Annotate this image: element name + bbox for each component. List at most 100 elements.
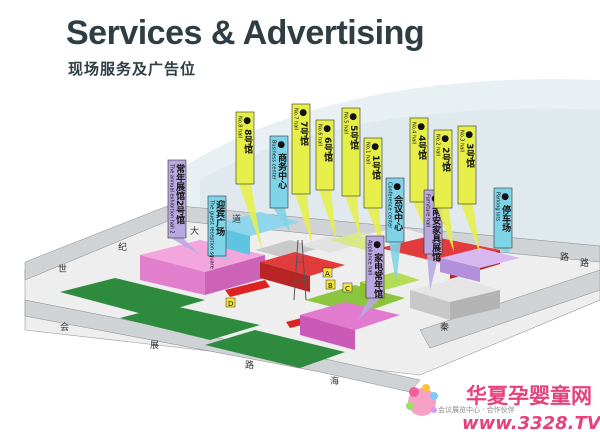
road-label-8: 路 <box>245 359 254 371</box>
callout-cn: ● 1号馆 <box>370 142 381 180</box>
furniture-front <box>410 290 450 320</box>
page-title: Services & Advertising <box>66 14 425 52</box>
callout-en: Business center <box>271 140 277 181</box>
callout-en: Conference center <box>387 182 393 229</box>
callout-box <box>365 235 385 299</box>
callout-pointer <box>461 204 480 254</box>
callout-pointer <box>239 184 262 250</box>
road-label-6: 会 <box>60 321 69 333</box>
callout-pointer <box>171 238 200 255</box>
callout-box <box>207 195 227 257</box>
red-strip-1 <box>225 280 270 297</box>
callout-box <box>385 177 405 243</box>
marker-d: D <box>225 297 236 308</box>
brand-url[interactable]: www.3328.TV <box>462 413 600 434</box>
callout-box <box>235 111 255 185</box>
callout-cn: 迎宾广场 <box>214 199 225 237</box>
callout-en: Parking lots <box>495 192 501 222</box>
callout-cn: ● 商务中心 <box>276 140 287 190</box>
callout-cn: ● 家电常年馆 <box>372 240 383 299</box>
callout-en: The annual exhibition hall 2 <box>169 163 175 234</box>
callout-en: Appliance hall <box>367 240 373 275</box>
callout-cn: ● 6号馆 <box>322 124 333 162</box>
callout-pointer <box>358 298 381 320</box>
callout-en: No.3 hall <box>459 130 465 152</box>
road-label-11: 路 <box>580 257 589 269</box>
road-label-5: 路 <box>560 251 569 263</box>
road-label-7: 展 <box>150 340 159 351</box>
svg-text:B: B <box>328 282 333 290</box>
callout-box <box>433 129 453 209</box>
callout-pointer <box>273 208 290 232</box>
furniture-side <box>450 290 500 320</box>
callout-box <box>315 119 335 191</box>
callout-pointer <box>389 242 401 282</box>
callout-box <box>409 117 429 203</box>
callout-en: No.7 hall <box>293 108 299 130</box>
road-label-2: 纪 <box>118 241 127 253</box>
callout-pointer <box>345 196 360 236</box>
road-label-9: 海 <box>330 375 339 387</box>
callout-box <box>341 107 361 197</box>
callout-pointer <box>497 248 510 254</box>
callout-pointer <box>427 254 439 290</box>
lawn-3 <box>205 330 345 368</box>
callout-cn: ● 7号馆 <box>298 108 309 146</box>
callout-cn: ● 4号馆 <box>416 122 427 160</box>
callout-en: No.1 hall <box>365 142 371 164</box>
callout-en: No.6 hall <box>317 124 323 146</box>
callout-cn: ● 8号馆 <box>242 116 253 154</box>
svg-text:C: C <box>345 285 350 293</box>
callout-en: No.8 hall <box>237 116 243 138</box>
hall-2-front <box>140 255 205 295</box>
svg-text:D: D <box>228 300 233 308</box>
brand-tagline: 会议展览中心 · 合作伙伴 <box>438 406 515 414</box>
svg-text:A: A <box>325 270 330 278</box>
appliance-front <box>300 315 355 350</box>
callout-cn: ● 2号馆 <box>440 134 451 172</box>
brand-name: 华夏孕婴童网 <box>466 384 592 408</box>
hall-3-front <box>440 258 480 282</box>
callout-en: The guest reception square <box>209 199 215 269</box>
marker-a: A <box>322 267 333 278</box>
callout-box <box>363 137 383 209</box>
callout-cn: ● 停车场 <box>500 192 511 233</box>
road-qin <box>419 269 600 349</box>
callout-box <box>269 135 289 209</box>
lawn-2 <box>120 305 260 340</box>
hall-2-side <box>205 255 265 295</box>
callout-pointer <box>211 256 232 260</box>
callout-pointer <box>437 208 454 252</box>
callout-pointer <box>319 190 336 240</box>
callout-cn: ● 南安家具展馆 <box>430 194 442 262</box>
road-label-1: 世 <box>58 263 67 275</box>
callout-cn: 常年展馆2号馆 <box>174 163 185 225</box>
callout-en: Furniture hall <box>425 194 431 227</box>
callout-en: No.2 hall <box>435 134 441 156</box>
callout-cn: ● 5号馆 <box>348 112 359 150</box>
callout-box <box>167 159 187 239</box>
road-label-4: 道 <box>232 213 241 225</box>
red-building-1-front <box>260 262 310 292</box>
road-label-10: 秦 <box>440 321 449 333</box>
marker-b: B <box>325 279 336 290</box>
marker-c: C <box>342 282 353 293</box>
brand-logo <box>406 384 438 416</box>
callout-box <box>457 125 477 205</box>
pylon-1 <box>293 239 299 301</box>
callout-cn: ● 会议中心 <box>392 182 403 232</box>
